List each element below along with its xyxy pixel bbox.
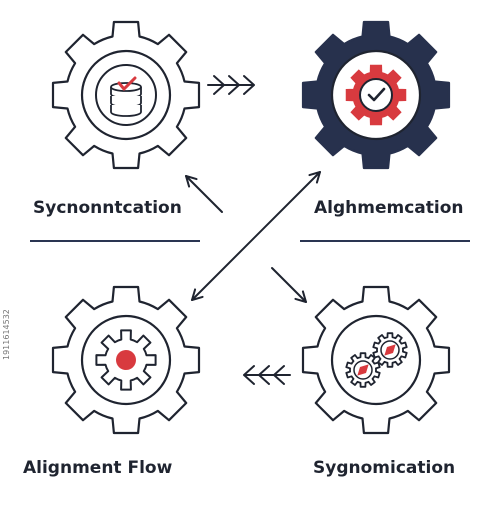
arrow-head: [185, 175, 198, 188]
arrow-shaft: [191, 171, 321, 301]
label-top-left: Sycnonntcation: [33, 198, 182, 218]
label-bottom-left: Alignment Flow: [23, 458, 173, 478]
divider-left: [30, 240, 200, 242]
arrow-to-bottom-right: [271, 267, 307, 303]
arrow-shaft: [271, 267, 307, 303]
gear-bottom-right: [301, 285, 451, 435]
chevron: [243, 75, 255, 95]
arrow-head: [191, 288, 204, 301]
arrow-head: [294, 290, 307, 303]
watermark-id: 1911614532: [2, 309, 11, 360]
label-bottom-right: Sygnomication: [313, 458, 456, 478]
arrow-to-top-left: [185, 175, 223, 213]
database-check-icon: [95, 64, 157, 126]
arrow-diagonal-bottom-left-top-right: [191, 171, 321, 301]
red-needle: [384, 344, 396, 356]
gear-dot-icon: [95, 329, 157, 391]
arrow-head: [308, 171, 321, 184]
mini-gears-icon: [345, 332, 408, 388]
arrow-top-left-to-top-right: [207, 75, 255, 95]
red-dot: [116, 350, 136, 370]
label-top-right: Alghmemcation: [314, 198, 464, 218]
red-needle: [357, 364, 369, 376]
arrow-shaft: [185, 175, 223, 213]
chevron: [243, 365, 255, 385]
check-icon: [367, 87, 386, 102]
gear-inner-ring: [330, 314, 422, 406]
divider-right: [300, 240, 470, 242]
arrow-bottom-right-to-bottom-left: [243, 365, 291, 385]
arrows: [185, 75, 321, 385]
gear-check-icon: [345, 64, 407, 126]
check-icon: [117, 76, 137, 91]
